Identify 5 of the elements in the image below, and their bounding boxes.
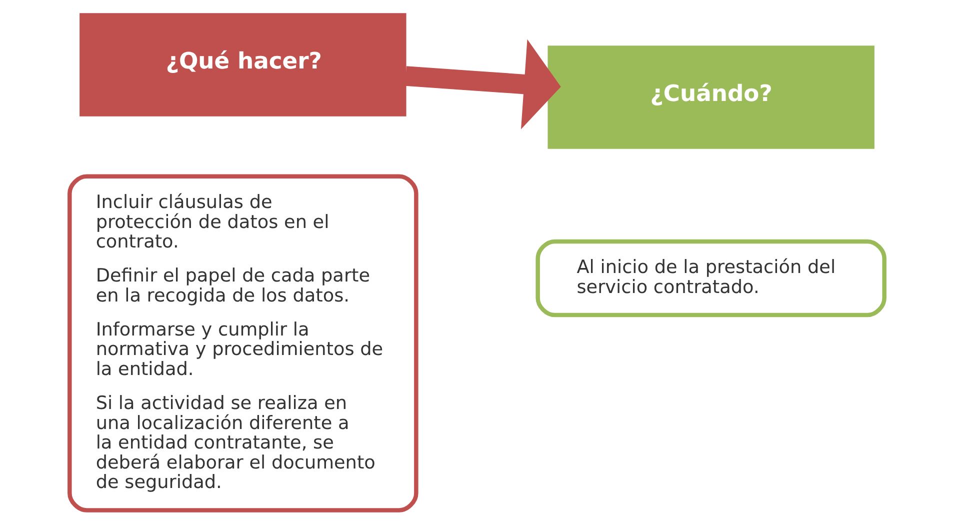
node-box: ¿Qué hacer? bbox=[79, 13, 406, 116]
node-box: ¿Cuándo? bbox=[547, 46, 874, 149]
node-box: Incluir cláusulas de protección de datos en el contrato. Definir el papel de cada parte en la recogida de los datos. Informarse y cumplir la normativa y procedimientos de la entidad. Si la actividad se realiza en una localización diferente a la entidad contratante, se deberá elaborar el documento de seguridad. bbox=[67, 174, 418, 512]
node-box: Al inicio de la prestación del servicio contratado. bbox=[535, 239, 886, 318]
arrow bbox=[404, 39, 560, 130]
